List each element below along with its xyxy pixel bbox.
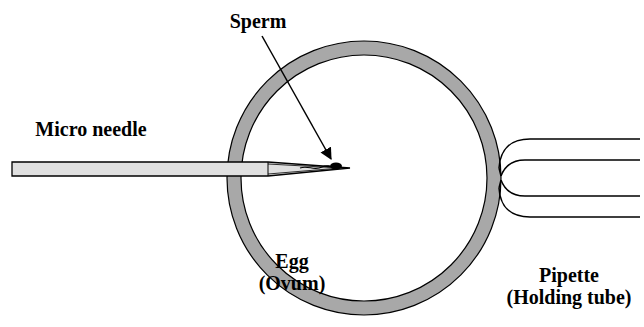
part-label: Pipette (Holding tube) bbox=[503, 264, 635, 308]
egg-cytoplasm bbox=[241, 55, 487, 301]
holding-pipette bbox=[499, 139, 640, 217]
part-label: Micro needle bbox=[16, 118, 166, 140]
part-label: Egg (Ovum) bbox=[252, 250, 332, 294]
part-label: Sperm bbox=[213, 10, 303, 32]
egg-zona bbox=[227, 41, 501, 315]
micro-needle bbox=[12, 162, 350, 176]
sperm-cell bbox=[300, 163, 342, 170]
leader-arrow bbox=[262, 36, 331, 159]
